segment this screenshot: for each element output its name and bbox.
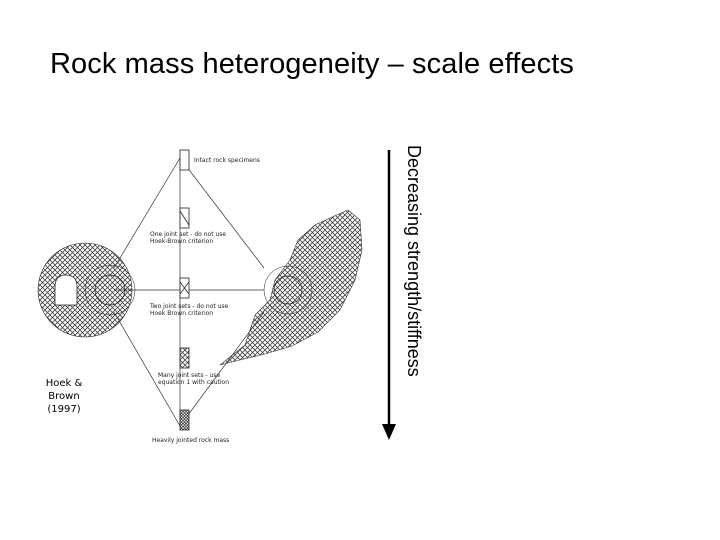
label-one-joint-1: One joint set - do not use bbox=[150, 231, 226, 238]
label-two-joints-1: Two joint sets - do not use bbox=[149, 303, 229, 310]
citation-line-3: (1997) bbox=[47, 404, 81, 415]
label-many-joints-1: Many joint sets - use bbox=[158, 372, 220, 379]
specimen-two-joints bbox=[179, 277, 190, 299]
label-intact: Intact rock specimens bbox=[194, 157, 260, 164]
decreasing-arrow bbox=[379, 150, 399, 440]
specimen-intact bbox=[179, 149, 190, 171]
tunnel-rock-mass bbox=[37, 242, 136, 338]
label-many-joints-2: equation 1 with caution bbox=[158, 379, 229, 386]
label-two-joints-2: Hoek Brown criterion bbox=[150, 310, 213, 317]
rock-mass-scale-diagram: Intact rock specimens One joint set - do… bbox=[30, 140, 390, 450]
citation: Hoek & Brown (1997) bbox=[34, 377, 94, 416]
label-heavily-jointed: Heavily jointed rock mass bbox=[152, 437, 229, 444]
citation-line-1: Hoek & bbox=[45, 378, 83, 389]
specimen-heavily-jointed bbox=[179, 409, 190, 431]
label-one-joint-2: Hoek-Brown criterion bbox=[150, 238, 213, 245]
specimen-many-joints bbox=[179, 347, 190, 369]
slope-rock-mass bbox=[219, 209, 363, 366]
specimen-one-joint bbox=[179, 207, 190, 229]
arrow-down-icon bbox=[382, 424, 396, 440]
arrow-label: Decreasing strength/stiffness bbox=[404, 145, 424, 377]
slide-title: Rock mass heterogeneity – scale effects bbox=[50, 48, 575, 80]
citation-line-2: Brown bbox=[48, 391, 80, 402]
